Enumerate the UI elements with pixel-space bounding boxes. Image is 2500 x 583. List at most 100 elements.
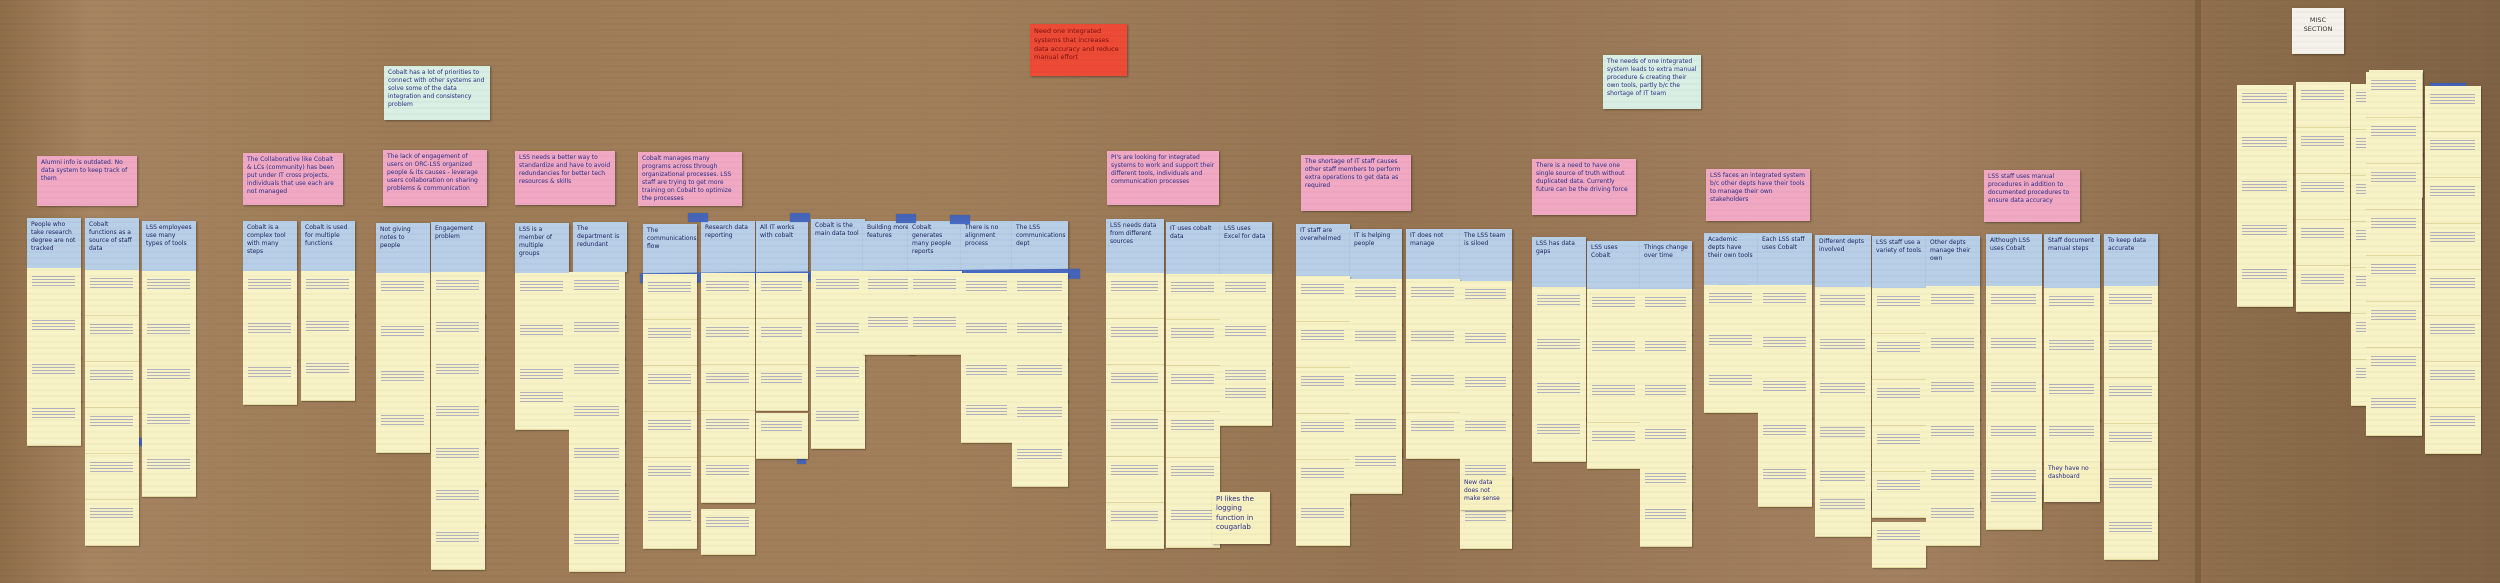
sticky-note [85, 408, 139, 454]
sticky-note [1872, 472, 1926, 518]
theme-note-8: There is a need to have one single sourc… [1532, 159, 1636, 215]
sticky-note [569, 440, 625, 486]
sticky-note [243, 271, 297, 317]
sticky-note [1640, 333, 1692, 379]
header-note-14: Building more features [863, 221, 915, 271]
header-note-3: LSS employees use many types of tools [142, 221, 196, 271]
sticky-note [2366, 210, 2422, 256]
sticky-note [2044, 418, 2100, 464]
sticky-note [2104, 470, 2158, 516]
sticky-note [1532, 416, 1586, 462]
note-column-2 [85, 270, 139, 546]
note-column-17 [1012, 273, 1068, 487]
sticky-note [1640, 377, 1692, 423]
note-column-7 [431, 272, 485, 570]
sticky-note [1220, 380, 1272, 426]
sticky-note [431, 398, 485, 444]
sticky-note [1758, 329, 1812, 375]
header-note-33: Although LSS uses Cobalt [1986, 234, 2042, 286]
sticky-note [2425, 178, 2481, 224]
header-note-15: Cobalt generates many people reports [908, 221, 962, 271]
sticky-note [2425, 86, 2481, 132]
sticky-note [431, 314, 485, 360]
header-note-23: IT does not manage [1406, 229, 1460, 279]
sticky-note [569, 482, 625, 528]
note-column-32 [1926, 286, 1980, 546]
sticky-note [2104, 332, 2158, 378]
sticky-note [1986, 374, 2042, 420]
header-note-18: LSS needs data from different sources [1106, 219, 1164, 273]
sticky-note [1926, 418, 1980, 464]
sticky-note [1986, 286, 2042, 332]
sticky-note [1296, 368, 1350, 414]
sticky-note [431, 272, 485, 318]
note-column-33 [1986, 286, 2042, 530]
header-note-5: Cobalt is used for multiple functions [301, 221, 355, 271]
sticky-note [1758, 373, 1812, 419]
sticky-note [1166, 274, 1220, 320]
sticky-note [643, 412, 697, 458]
sticky-note [756, 413, 808, 459]
sticky-note [1460, 413, 1512, 459]
sticky-note [1872, 288, 1926, 334]
sticky-note [301, 313, 355, 359]
header-note-34: Staff document manual steps [2044, 234, 2100, 288]
sticky-note [2366, 348, 2422, 394]
sticky-note [1166, 320, 1220, 366]
sticky-note [431, 482, 485, 528]
theme-note-6: PI's are looking for integrated systems … [1107, 151, 1219, 205]
header-note-17: The LSS communications dept [1012, 221, 1068, 273]
sticky-note [376, 407, 430, 453]
sticky-note [1815, 331, 1871, 377]
sticky-note [1460, 369, 1512, 415]
sticky-note [811, 403, 865, 449]
sticky-note [701, 319, 755, 365]
header-note-20: LSS uses Excel for data [1220, 222, 1272, 274]
note-column-34 [2044, 288, 2100, 464]
sticky-note [643, 366, 697, 412]
sticky-note [1012, 357, 1068, 403]
sticky-note [1406, 367, 1460, 413]
sticky-note [2104, 286, 2158, 332]
note-column-30 [1815, 287, 1871, 537]
header-note-7: Engagement problem [431, 222, 485, 272]
header-note-13: Cobalt is the main data tool [811, 219, 865, 271]
note-column-19 [1166, 274, 1220, 548]
sticky-note [569, 356, 625, 402]
sticky-note [569, 398, 625, 444]
top-note-integrated-systems: Need one integrated systems that increas… [1030, 24, 1127, 76]
sticky-note [569, 526, 625, 572]
sticky-note [1815, 419, 1871, 465]
sticky-note [1406, 413, 1460, 459]
sticky-note [1220, 318, 1272, 364]
header-note-32: Other depts manage their own [1926, 236, 1980, 286]
theme-note-1: Alumni info is outdated. No data system … [37, 156, 137, 206]
sticky-note [1106, 365, 1164, 411]
sticky-note [1587, 333, 1641, 379]
header-note-19: IT uses cobalt data [1166, 222, 1220, 274]
sticky-note [431, 356, 485, 402]
sticky-note [1872, 426, 1926, 472]
sticky-note [1106, 319, 1164, 365]
sticky-note [1166, 412, 1220, 458]
sticky-note [142, 451, 196, 497]
sticky-note [2366, 72, 2422, 118]
sticky-note [2237, 85, 2293, 131]
note-column-10 [643, 274, 697, 549]
misc-column-2 [2296, 82, 2350, 322]
sticky-note [1350, 367, 1402, 413]
sticky-note [2044, 376, 2100, 422]
header-note-24: The LSS team is siloed [1460, 229, 1512, 281]
sticky-note [1704, 367, 1758, 413]
sticky-note [811, 271, 865, 317]
sticky-note [701, 411, 755, 457]
sticky-note [756, 365, 808, 411]
sticky-note [1296, 414, 1350, 460]
sticky-note [1532, 375, 1586, 421]
sticky-note [1460, 503, 1512, 549]
sticky-note [1350, 323, 1402, 369]
sticky-note [85, 500, 139, 546]
sticky-note [2425, 270, 2481, 316]
note-column-5 [301, 271, 355, 401]
